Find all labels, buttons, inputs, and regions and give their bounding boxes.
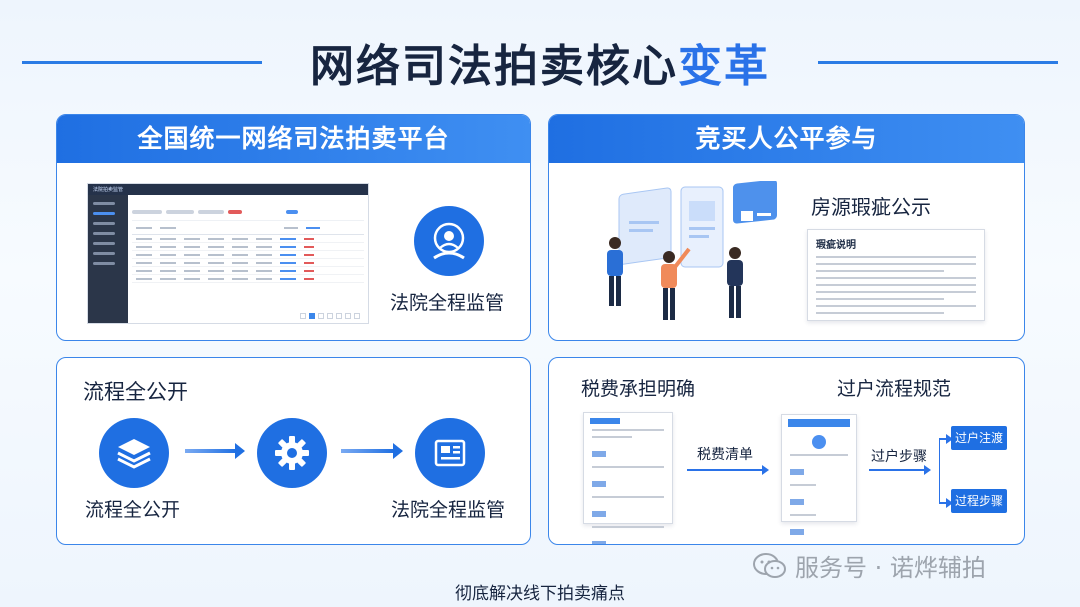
watermark: 服务号 · 诺烨辅拍 [753, 548, 986, 583]
flow-arrow [185, 443, 245, 459]
transfer-arrow-label: 过户步骤 [871, 449, 927, 465]
defect-document: 瑕疵说明 [807, 229, 985, 321]
transfer-document [781, 414, 857, 535]
wechat-icon [753, 552, 786, 578]
transfer-step-button-1[interactable]: 过户注渡 [951, 426, 1007, 450]
dashboard-filters [132, 199, 364, 221]
tax-list-document [583, 412, 673, 544]
dashboard-pager [300, 313, 360, 319]
transfer-arrow [869, 465, 931, 475]
tax-arrow [687, 465, 769, 475]
title-main: 网络司法拍卖核心 [310, 41, 678, 92]
page-title: 网络司法拍卖核心变革 [0, 30, 1080, 94]
document-board-icon [415, 418, 485, 488]
card-tax-transfer: 税费承担明确 过户流程规范 税费清单 过户步骤 过户注渡 过程步骤 [548, 357, 1025, 545]
bracket-arrow-top [939, 434, 953, 444]
platform-dashboard-mock: 法院拍卖监管 [87, 183, 369, 324]
steps-bracket [939, 438, 940, 502]
gear-icon [257, 418, 327, 488]
tax-title: 税费承担明确 [581, 378, 696, 400]
card-unified-platform: 全国统一网络司法拍卖平台 法院拍卖监管 法院全程监管 [56, 114, 531, 341]
dashboard-brand: 法院拍卖监管 [93, 187, 124, 193]
card-heading: 全国统一网络司法拍卖平台 [57, 115, 530, 163]
title-rule-right [818, 61, 1058, 64]
transfer-title: 过户流程规范 [837, 378, 952, 400]
watermark-text: 服务号 · 诺烨辅拍 [795, 554, 986, 582]
transfer-step-button-2[interactable]: 过程步骤 [951, 489, 1007, 513]
step-label-1: 流程全公开 [85, 499, 181, 521]
court-supervision-icon [414, 206, 484, 276]
card-fair-participation: 竞买人公平参与 房源瑕疵公示 瑕疵说明 [548, 114, 1025, 341]
title-accent: 变革 [678, 41, 770, 92]
dashboard-content [132, 199, 364, 319]
card-process-transparency: 流程全公开 [56, 357, 531, 545]
process-title: 流程全公开 [83, 380, 188, 404]
layers-icon [99, 418, 169, 488]
tax-arrow-label: 税费清单 [697, 447, 753, 463]
court-supervision-label: 法院全程监管 [390, 292, 505, 314]
flow-arrow [341, 443, 403, 459]
footer-caption: 彻底解决线下拍卖痛点 [455, 584, 625, 604]
dashboard-sidebar [88, 195, 128, 323]
card-heading: 竞买人公平参与 [549, 115, 1024, 163]
title-rule-left [22, 61, 262, 64]
people-with-screens-illustration [607, 181, 777, 320]
step-label-3: 法院全程监管 [391, 499, 506, 521]
defect-doc-title: 瑕疵说明 [816, 240, 856, 251]
dashboard-topbar: 法院拍卖监管 [88, 184, 368, 195]
defect-disclosure-title: 房源瑕疵公示 [811, 195, 931, 219]
bracket-arrow-bottom [939, 498, 953, 508]
